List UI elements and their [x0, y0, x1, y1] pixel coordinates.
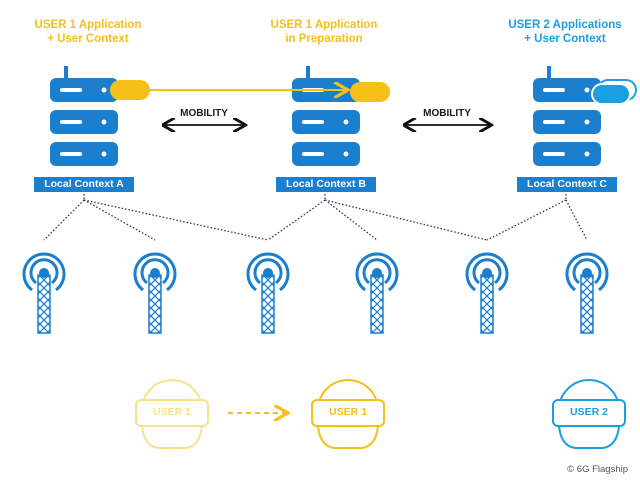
- header-context-a: USER 1 Application + User Context: [34, 19, 142, 45]
- server-icon-b: [292, 66, 390, 166]
- mobility-label-1: MOBILITY: [180, 108, 228, 119]
- mobility-label-2: MOBILITY: [423, 108, 471, 119]
- antenna-tower-icon-1: [22, 252, 66, 334]
- header-context-c: USER 2 Applications + User Context: [508, 19, 622, 45]
- server-icon-a: [50, 66, 150, 166]
- context-label-b: Local Context B: [276, 177, 376, 192]
- credit-text: © 6G Flagship: [567, 464, 628, 475]
- vr-headset-icon-user1: [311, 379, 385, 449]
- network-links: [43, 194, 588, 241]
- user-label-1-faded: USER 1: [153, 406, 191, 418]
- context-label-a: Local Context A: [34, 177, 134, 192]
- context-label-c: Local Context C: [517, 177, 617, 192]
- server-icon-c: [533, 66, 637, 166]
- vr-headset-icon-user1-faded: [135, 379, 209, 449]
- app-capsule-c-front: [591, 83, 631, 105]
- antenna-tower-icon-5: [465, 252, 509, 334]
- vr-headset-icon-user2: [552, 379, 626, 449]
- user-label-1: USER 1: [329, 406, 367, 418]
- app-capsule-b: [350, 82, 390, 102]
- antenna-tower-icon-2: [133, 252, 177, 334]
- user-label-2: USER 2: [570, 406, 608, 418]
- antenna-tower-icon-4: [355, 252, 399, 334]
- header-context-b: USER 1 Application in Preparation: [270, 19, 378, 45]
- antenna-tower-icon-6: [565, 252, 609, 334]
- antenna-tower-icon-3: [246, 252, 290, 334]
- app-capsule-a: [110, 80, 150, 100]
